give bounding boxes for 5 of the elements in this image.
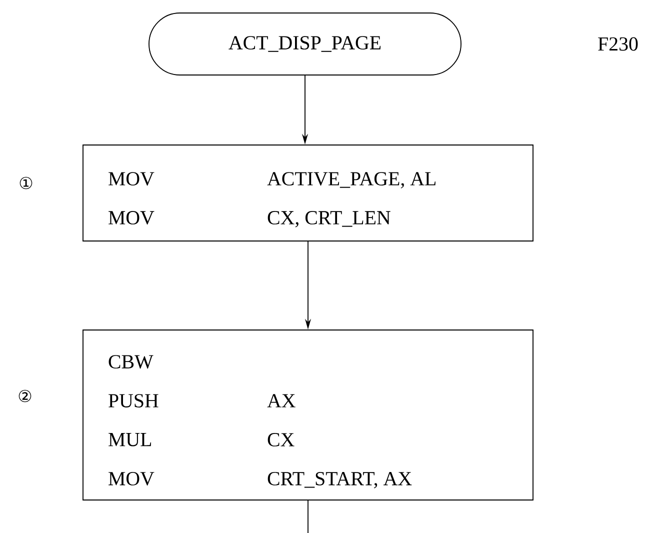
process-box: MOV ACTIVE_PAGE, AL MOV CX, CRT_LEN (82, 144, 534, 242)
callout-number: ① (20, 176, 32, 190)
page-code: F230 (598, 37, 638, 51)
process-box: CBW PUSH AX MUL CX MOV CRT_START, AX (82, 330, 534, 500)
callout-number: ② (18, 390, 32, 402)
